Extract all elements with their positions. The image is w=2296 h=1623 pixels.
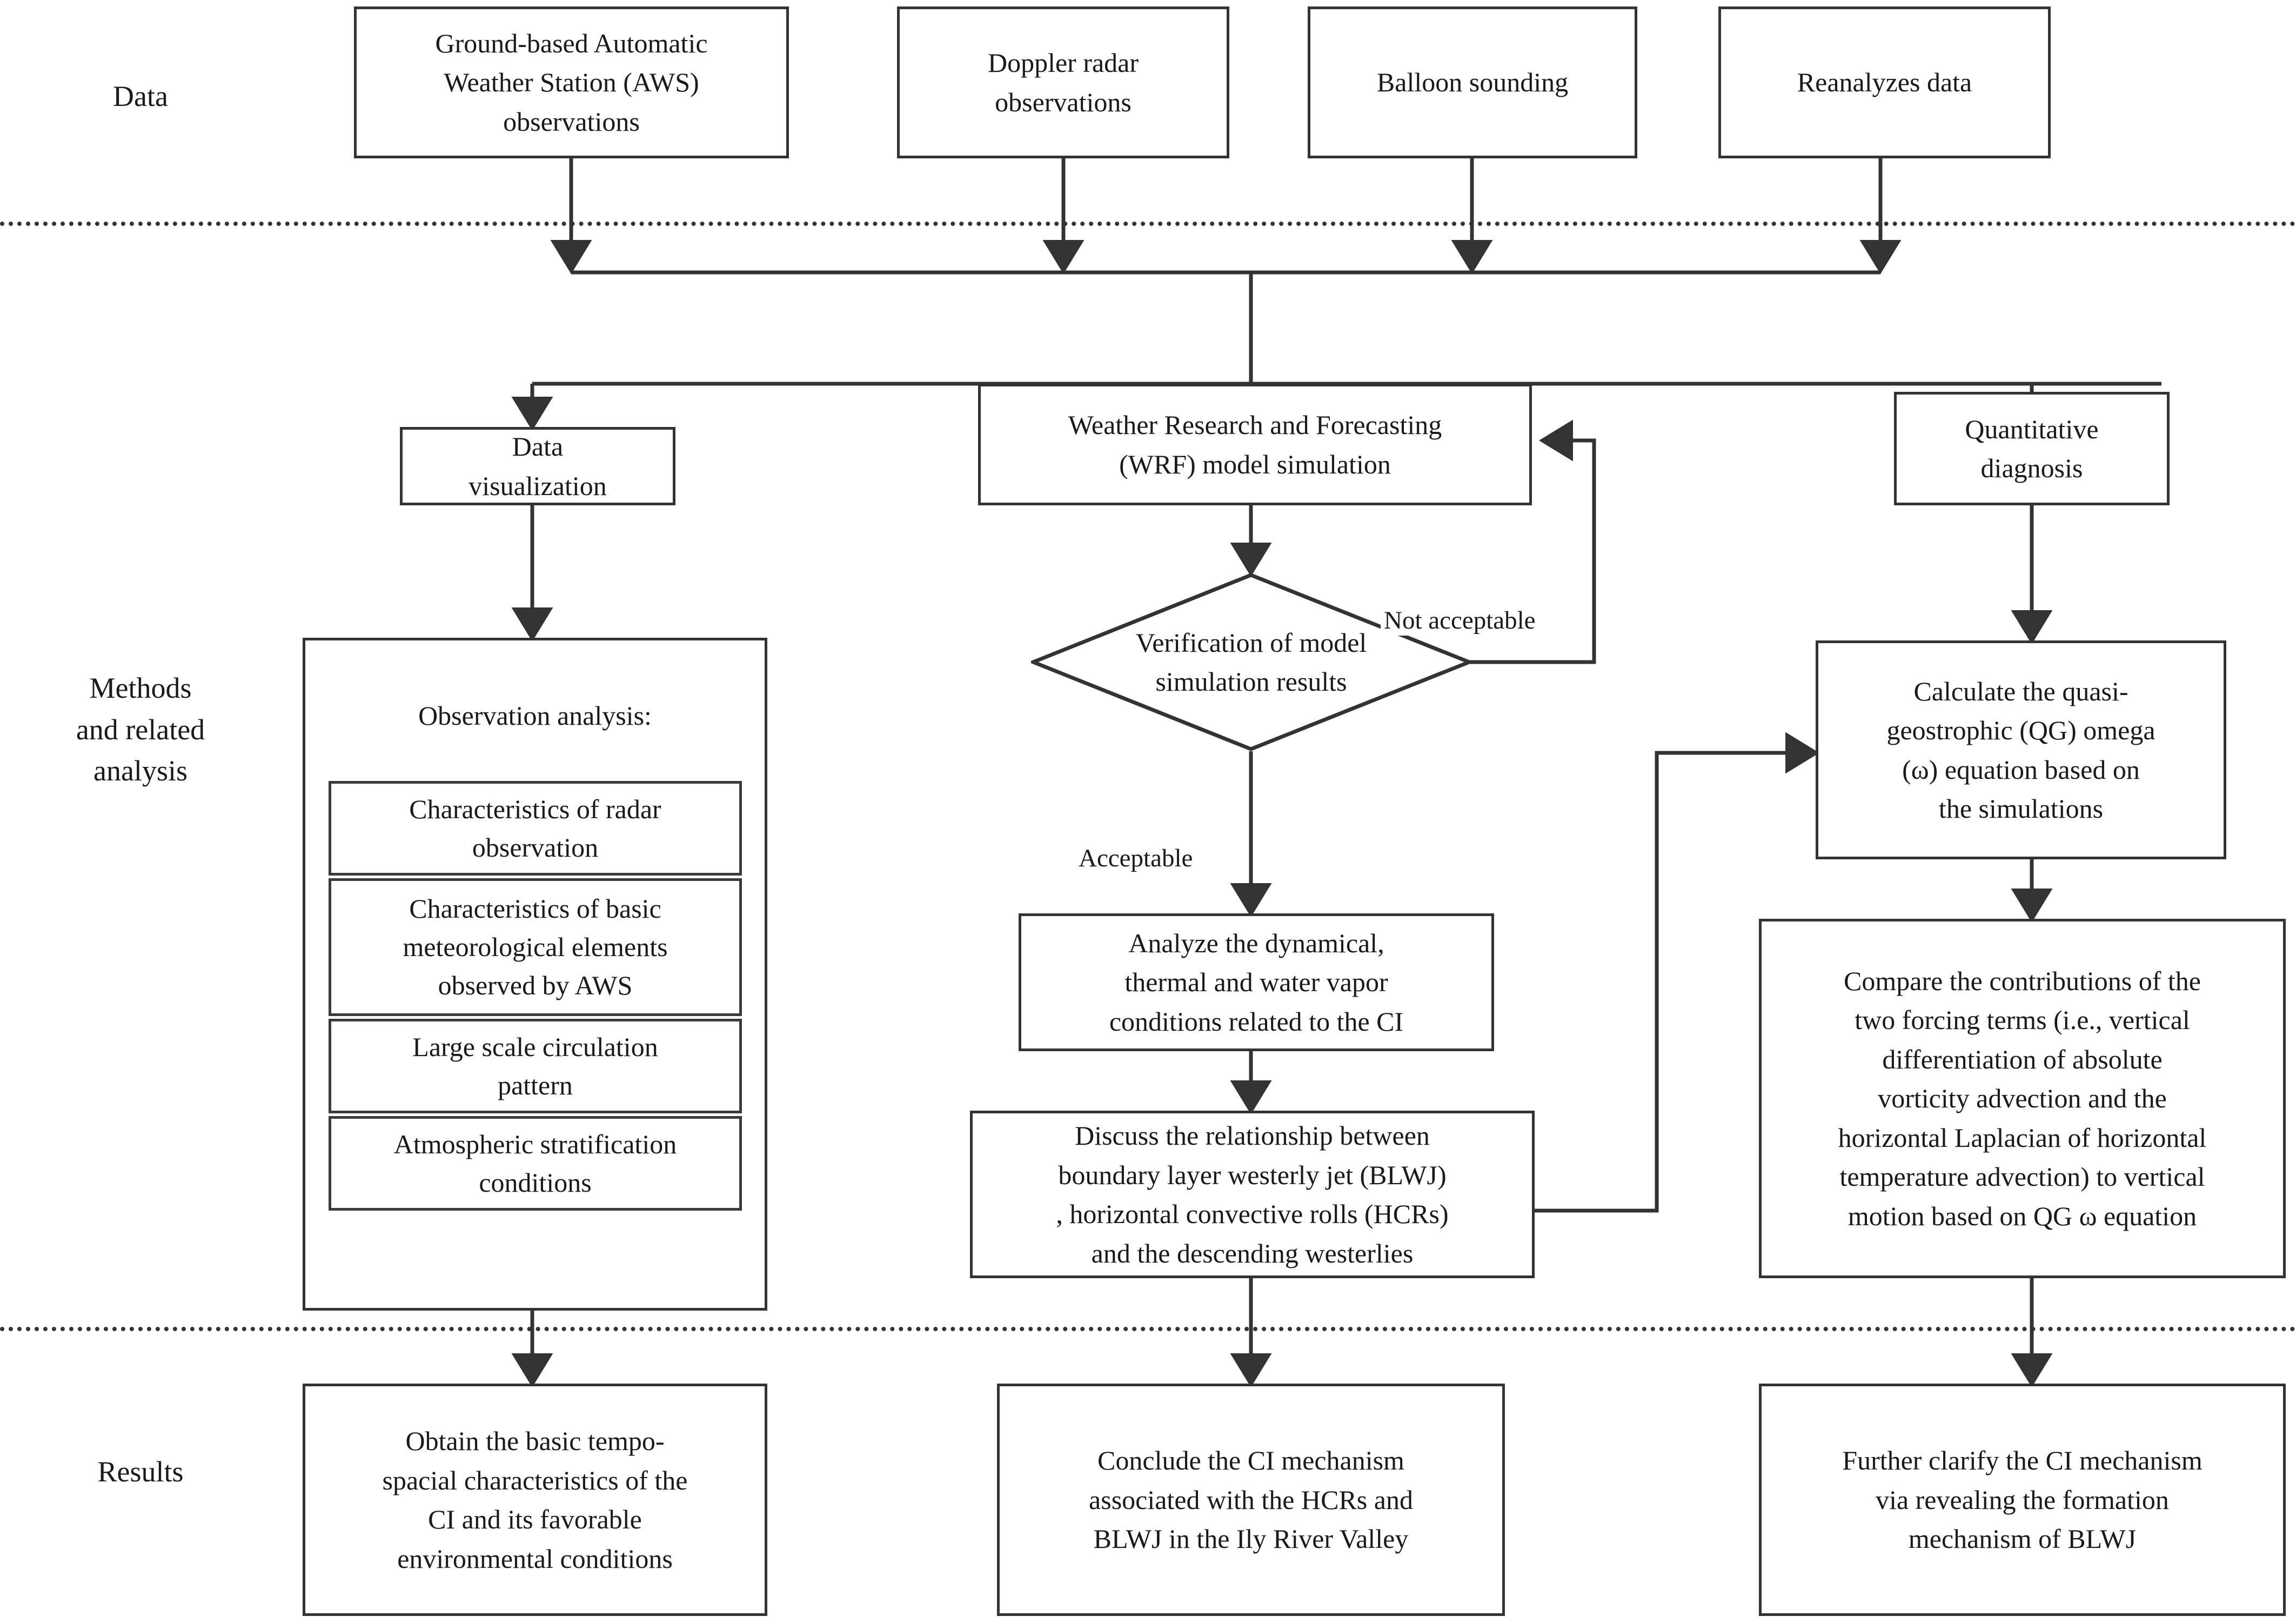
node-label: Reanalyzes data	[1797, 67, 1972, 98]
node-label: Calculate the quasi- geostrophic (QG) om…	[1886, 676, 2156, 824]
node-label: Compare the contributions of the two for…	[1838, 965, 2207, 1231]
subnode-label: Characteristics of radar observation	[409, 793, 661, 863]
edge-label-acceptable: Acceptable	[1075, 843, 1196, 874]
divider-data-methods	[0, 222, 2296, 226]
stage-label-methods: Methods and related analysis	[76, 672, 205, 787]
node-label: Quantitative diagnosis	[1965, 413, 2099, 484]
node-result-right[interactable]: Further clarify the CI mechanism via rev…	[1759, 1384, 2286, 1616]
node-result-middle[interactable]: Conclude the CI mechanism associated wit…	[997, 1384, 1505, 1616]
node-label: Obtain the basic tempo- spacial characte…	[382, 1426, 688, 1574]
node-quantitative-diagnosis[interactable]: Quantitative diagnosis	[1894, 392, 2170, 505]
decision-verification[interactable]: Verification of model simulation results	[1031, 573, 1471, 751]
node-compare-forcing-terms[interactable]: Compare the contributions of the two for…	[1759, 919, 2286, 1278]
node-label: Balloon sounding	[1376, 67, 1569, 98]
subnode-large-scale-circulation[interactable]: Large scale circulation pattern	[329, 1019, 742, 1113]
node-label: Data visualization	[468, 431, 607, 501]
stage-label-data: Data	[113, 80, 168, 112]
node-label: Weather Research and Forecasting (WRF) m…	[1068, 410, 1442, 479]
node-label: Analyze the dynamical, thermal and water…	[1109, 927, 1404, 1037]
node-label: Ground-based Automatic Weather Station (…	[435, 28, 708, 137]
subnode-label: Characteristics of basic meteorological …	[403, 893, 668, 1000]
node-result-left[interactable]: Obtain the basic tempo- spacial characte…	[303, 1384, 767, 1616]
subnode-atmospheric-stratification[interactable]: Atmospheric stratification conditions	[329, 1116, 742, 1211]
divider-methods-results	[0, 1327, 2296, 1331]
node-data-visualization[interactable]: Data visualization	[400, 427, 675, 505]
subnode-aws-characteristics[interactable]: Characteristics of basic meteorological …	[329, 878, 742, 1016]
node-label: Further clarify the CI mechanism via rev…	[1842, 1445, 2203, 1554]
node-doppler-radar[interactable]: Doppler radar observations	[897, 6, 1229, 158]
node-label: Discuss the relationship between boundar…	[1056, 1120, 1449, 1268]
node-analyze-conditions[interactable]: Analyze the dynamical, thermal and water…	[1019, 913, 1494, 1051]
node-label: Conclude the CI mechanism associated wit…	[1089, 1445, 1413, 1554]
group-title-observation-analysis: Observation analysis:	[418, 700, 652, 731]
subnode-label: Large scale circulation pattern	[412, 1031, 658, 1100]
decision-label: Verification of model simulation results	[1135, 627, 1367, 697]
subnode-radar-characteristics[interactable]: Characteristics of radar observation	[329, 781, 742, 876]
node-reanalyzes-data[interactable]: Reanalyzes data	[1718, 6, 2051, 158]
node-qg-omega-equation[interactable]: Calculate the quasi- geostrophic (QG) om…	[1816, 640, 2226, 859]
node-aws-observations[interactable]: Ground-based Automatic Weather Station (…	[354, 6, 789, 158]
stage-label-results: Results	[97, 1455, 184, 1488]
node-label: Doppler radar observations	[987, 48, 1139, 117]
node-discuss-relationship[interactable]: Discuss the relationship between boundar…	[970, 1111, 1535, 1278]
node-balloon-sounding[interactable]: Balloon sounding	[1308, 6, 1637, 158]
node-wrf-simulation[interactable]: Weather Research and Forecasting (WRF) m…	[978, 384, 1532, 505]
edge-label-not-acceptable: Not acceptable	[1381, 605, 1539, 636]
subnode-label: Atmospheric stratification conditions	[393, 1128, 677, 1198]
